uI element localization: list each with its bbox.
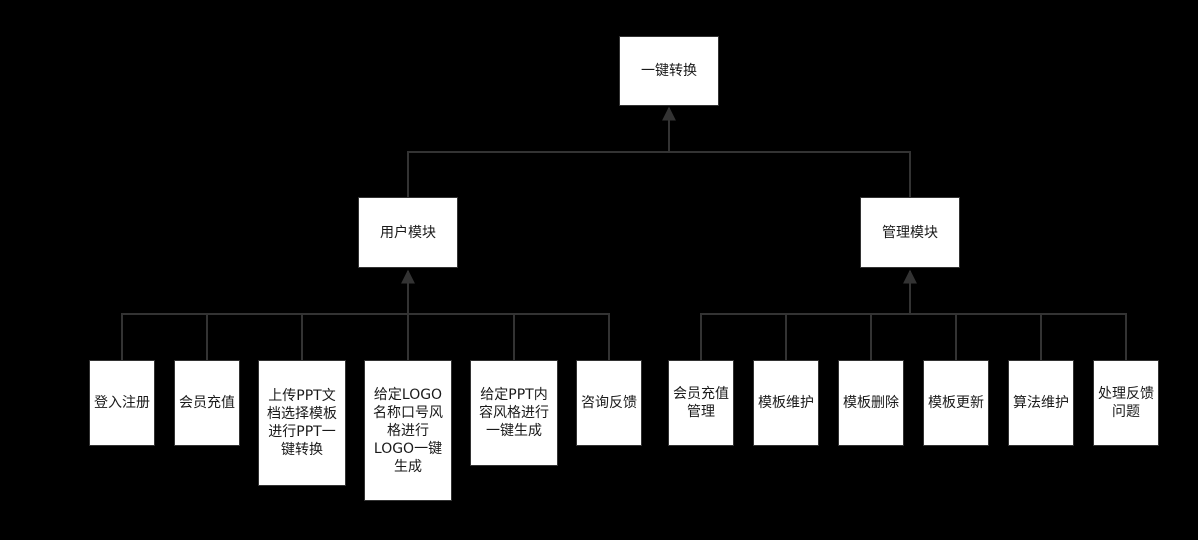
- node-algorithm-maintain: 算法维护: [1008, 360, 1074, 446]
- connector-admin-children: [700, 313, 1127, 360]
- node-user-module: 用户模块: [358, 197, 458, 268]
- node-ppt-generate-label: 给定PPT内容风格进行一键生成: [479, 387, 549, 439]
- node-template-maintain-label: 模板维护: [758, 395, 814, 411]
- node-handle-feedback-label: 处理反馈问题: [1098, 386, 1154, 420]
- node-root: 一键转换: [619, 36, 719, 106]
- node-member-recharge-admin: 会员充值管理: [668, 360, 734, 446]
- node-handle-feedback: 处理反馈问题: [1093, 360, 1159, 446]
- node-member-recharge: 会员充值: [174, 360, 240, 446]
- node-template-update-label: 模板更新: [928, 395, 984, 411]
- connector-user-children: [121, 313, 610, 360]
- node-admin-module-label: 管理模块: [882, 224, 938, 241]
- node-template-update: 模板更新: [923, 360, 989, 446]
- node-consult-feedback: 咨询反馈: [576, 360, 642, 446]
- node-template-delete: 模板删除: [838, 360, 904, 446]
- node-ppt-convert-label: 上传PPT文档选择模板进行PPT一键转换: [267, 388, 337, 458]
- node-consult-feedback-label: 咨询反馈: [581, 395, 637, 411]
- node-login-register-label: 登入注册: [94, 395, 150, 411]
- node-logo-generate-label: 给定LOGO名称口号风格进行LOGO一键生成: [373, 386, 443, 475]
- node-template-delete-label: 模板删除: [843, 395, 899, 411]
- node-template-maintain: 模板维护: [753, 360, 819, 446]
- node-login-register: 登入注册: [89, 360, 155, 446]
- node-ppt-generate: 给定PPT内容风格进行一键生成: [470, 360, 558, 466]
- node-user-module-label: 用户模块: [380, 224, 436, 241]
- connector-root: [407, 151, 911, 197]
- node-root-label: 一键转换: [641, 63, 697, 79]
- node-member-recharge-admin-label: 会员充值管理: [673, 386, 729, 420]
- node-admin-module: 管理模块: [860, 197, 960, 268]
- node-algorithm-maintain-label: 算法维护: [1013, 395, 1069, 411]
- node-ppt-convert: 上传PPT文档选择模板进行PPT一键转换: [258, 360, 346, 486]
- node-logo-generate: 给定LOGO名称口号风格进行LOGO一键生成: [364, 360, 452, 501]
- node-member-recharge-label: 会员充值: [179, 395, 235, 411]
